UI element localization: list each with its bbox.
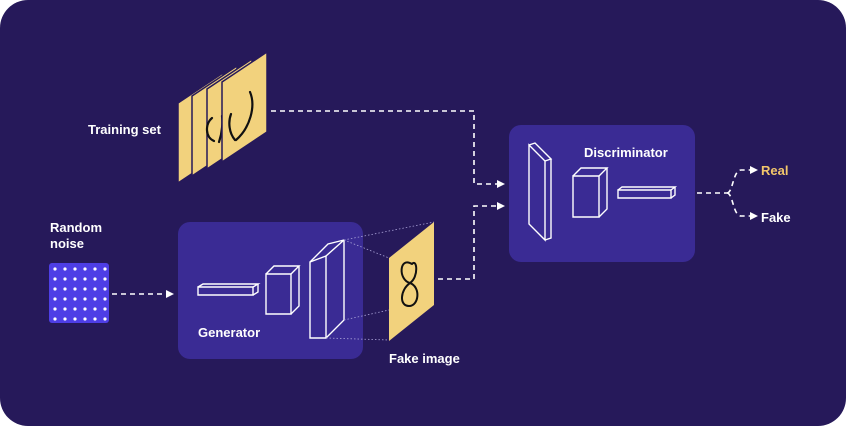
discriminator-layer-tall bbox=[528, 142, 553, 242]
generator-block bbox=[178, 222, 363, 359]
generator-label: Generator bbox=[198, 325, 261, 340]
discriminator-layer-cube bbox=[572, 167, 609, 218]
fake-output-arrow bbox=[726, 192, 758, 220]
fake-image-to-discriminator-arrow bbox=[438, 202, 505, 280]
fake-image-card bbox=[389, 222, 434, 341]
training-set-cards bbox=[177, 50, 268, 185]
fake-output-label: Fake bbox=[761, 210, 791, 225]
discriminator-label: Discriminator bbox=[584, 145, 668, 160]
generator-network bbox=[197, 239, 345, 339]
discriminator-network bbox=[528, 142, 678, 242]
training-to-discriminator-arrow bbox=[271, 110, 505, 188]
generator-projection-lines bbox=[325, 221, 435, 341]
random-noise-label: Random noise bbox=[50, 220, 102, 251]
connector-arrows bbox=[112, 110, 758, 298]
generator-layer-cube bbox=[265, 265, 301, 315]
real-output-label: Real bbox=[761, 163, 789, 178]
generator-layer-flat bbox=[197, 283, 261, 296]
random-noise-image bbox=[49, 263, 109, 323]
real-output-arrow bbox=[726, 166, 758, 194]
training-card-4 bbox=[221, 50, 268, 164]
generator-layer-tall bbox=[309, 239, 345, 339]
training-set-label: Training set bbox=[88, 122, 161, 137]
discriminator-layer-flat bbox=[617, 186, 678, 199]
fake-image-label: Fake image bbox=[389, 351, 460, 366]
